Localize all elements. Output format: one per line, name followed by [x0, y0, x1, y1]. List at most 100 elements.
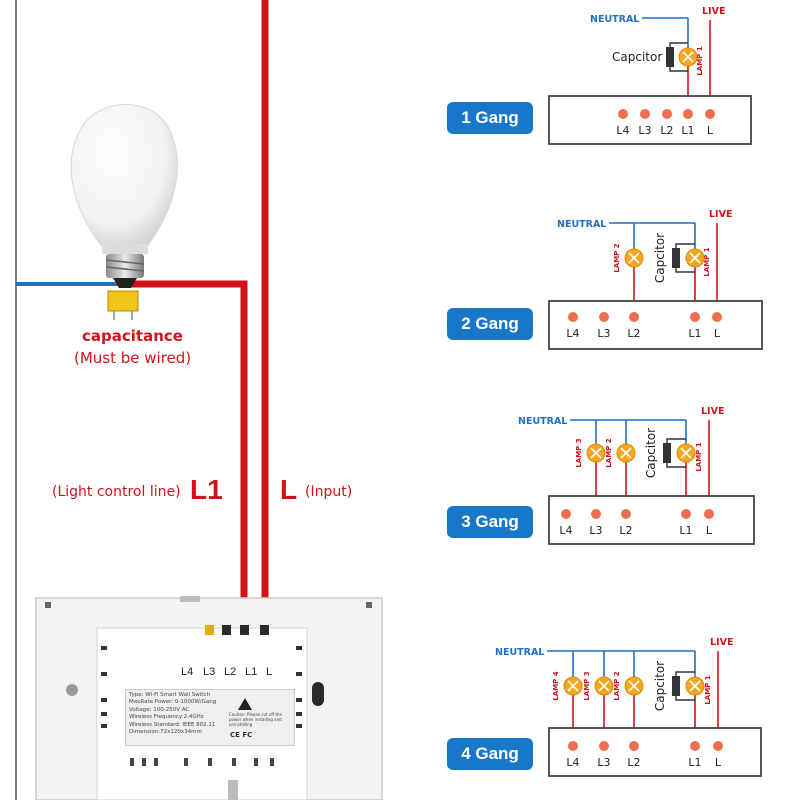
terminal-dot: [591, 509, 601, 519]
gang-1-label: 1 Gang: [447, 102, 533, 134]
switch-box: [548, 95, 752, 145]
lamp-cross: [682, 51, 694, 63]
terminal-dot: [683, 109, 693, 119]
terminal-label: L2: [627, 756, 640, 769]
switch-terminal-labels: L4 L3 L2 L1 L: [0, 666, 800, 686]
terminal-dot: [621, 509, 631, 519]
terminal-label: L: [714, 327, 721, 340]
l1-description: (Light control line): [52, 484, 181, 500]
sticker-standard: Wireless Standard: IEEE 802.11: [129, 721, 216, 728]
lamp-cross: [628, 680, 640, 692]
terminal-label: L: [715, 756, 722, 769]
lamp-1-label: LAMP 1: [704, 675, 712, 704]
sticker-maxrate: MaxRate Power: 0-1000W/Gang: [129, 699, 217, 706]
capacitor-label: Capcitor: [653, 233, 667, 283]
terminal-dot: [704, 509, 714, 519]
switch-terminal-label: L: [266, 666, 273, 678]
lamp-cross: [689, 680, 701, 692]
terminal-label: L2: [619, 524, 632, 537]
l1-label: L1: [190, 474, 223, 505]
terminal-dot: [568, 312, 578, 322]
terminal-label: L1: [688, 327, 701, 340]
switch-box: [548, 727, 762, 777]
lamp-2-label: LAMP 2: [613, 243, 621, 272]
gang-3-label: 3 Gang: [447, 506, 533, 538]
lamp-cross: [567, 680, 579, 692]
terminal-label: L3: [589, 524, 602, 537]
lamp-cross: [680, 447, 692, 459]
light-bulb-icon: [70, 104, 178, 288]
capacitor-label: Capcitor: [653, 661, 667, 711]
lamp-2-label: LAMP 2: [613, 671, 621, 700]
terminal-dot: [690, 312, 700, 322]
lamp-cross: [590, 447, 602, 459]
sticker-voltage: Voltage: 100-250V AC: [129, 706, 190, 713]
terminal-label: L3: [597, 756, 610, 769]
terminal-label: L3: [597, 327, 610, 340]
terminal-dot: [618, 109, 628, 119]
terminal-dot: [705, 109, 715, 119]
lamp-1-label: LAMP 1: [695, 442, 703, 471]
certification-marks: CE FC: [230, 731, 253, 739]
lamp-4-label: LAMP 4: [552, 671, 560, 700]
sticker-caution: Caution: Please cut off the power when i…: [229, 712, 282, 727]
capacitor-icon: [663, 443, 671, 463]
terminal-dot: [713, 741, 723, 751]
l-label: L: [280, 474, 298, 505]
lamp-2-label: LAMP 2: [605, 438, 613, 467]
terminal-dot: [599, 312, 609, 322]
terminal-label: L3: [638, 124, 651, 137]
l1-wire: [128, 280, 248, 618]
capacitor-icon: [107, 290, 139, 320]
terminal-label: L4: [616, 124, 629, 137]
terminal-dot: [561, 509, 571, 519]
switch-terminal-label: L2: [224, 666, 237, 678]
live-label: LIVE: [710, 637, 733, 648]
lamp-cross: [620, 447, 632, 459]
terminal-label: L2: [627, 327, 640, 340]
gang-4-label: 4 Gang: [447, 738, 533, 770]
terminal-label: L4: [566, 327, 579, 340]
sticker-frequency: Wireless Frequency:2.4GHz: [129, 714, 204, 721]
terminal-dot: [629, 312, 639, 322]
lamp-1-label: LAMP 1: [703, 247, 711, 276]
terminal-dot: [712, 312, 722, 322]
terminal-label: L: [706, 524, 713, 537]
lamp-1-label: LAMP 1: [696, 46, 704, 75]
switch-terminal-label: L3: [203, 666, 216, 678]
capacitor-label: Capcitor: [644, 428, 658, 478]
switch-terminal-label: L4: [181, 666, 194, 678]
live-label: LIVE: [709, 209, 732, 220]
lamp-3-label: LAMP 3: [575, 438, 583, 467]
terminal-dot: [681, 509, 691, 519]
terminal-screws: [205, 625, 269, 635]
terminal-label: L4: [559, 524, 572, 537]
gang-2-label: 2 Gang: [447, 308, 533, 340]
terminal-dot: [629, 741, 639, 751]
terminal-label: L: [707, 124, 714, 137]
switch-terminal-label: L1: [245, 666, 258, 678]
terminal-dot: [640, 109, 650, 119]
terminal-label: L1: [679, 524, 692, 537]
terminal-dot: [662, 109, 672, 119]
capacitor-label: Capcitor: [612, 50, 662, 64]
lamp-cross: [598, 680, 610, 692]
lamp-cross: [628, 252, 640, 264]
capacitance-label: capacitance: [82, 327, 183, 345]
sticker-dimension: Dimension:72x120x34mm: [129, 729, 202, 736]
capacitor-icon: [672, 248, 680, 268]
live-label: LIVE: [701, 406, 724, 417]
terminal-label: L2: [660, 124, 673, 137]
capacitor-icon: [666, 47, 674, 67]
lamp-cross: [689, 252, 701, 264]
live-label: LIVE: [702, 6, 725, 17]
terminal-dot: [599, 741, 609, 751]
capacitance-note: (Must be wired): [74, 349, 192, 367]
terminal-dot: [690, 741, 700, 751]
neutral-label: NEUTRAL: [495, 647, 544, 658]
terminal-label: L1: [688, 756, 701, 769]
lamp-3-label: LAMP 3: [583, 671, 591, 700]
neutral-label: NEUTRAL: [590, 14, 639, 25]
